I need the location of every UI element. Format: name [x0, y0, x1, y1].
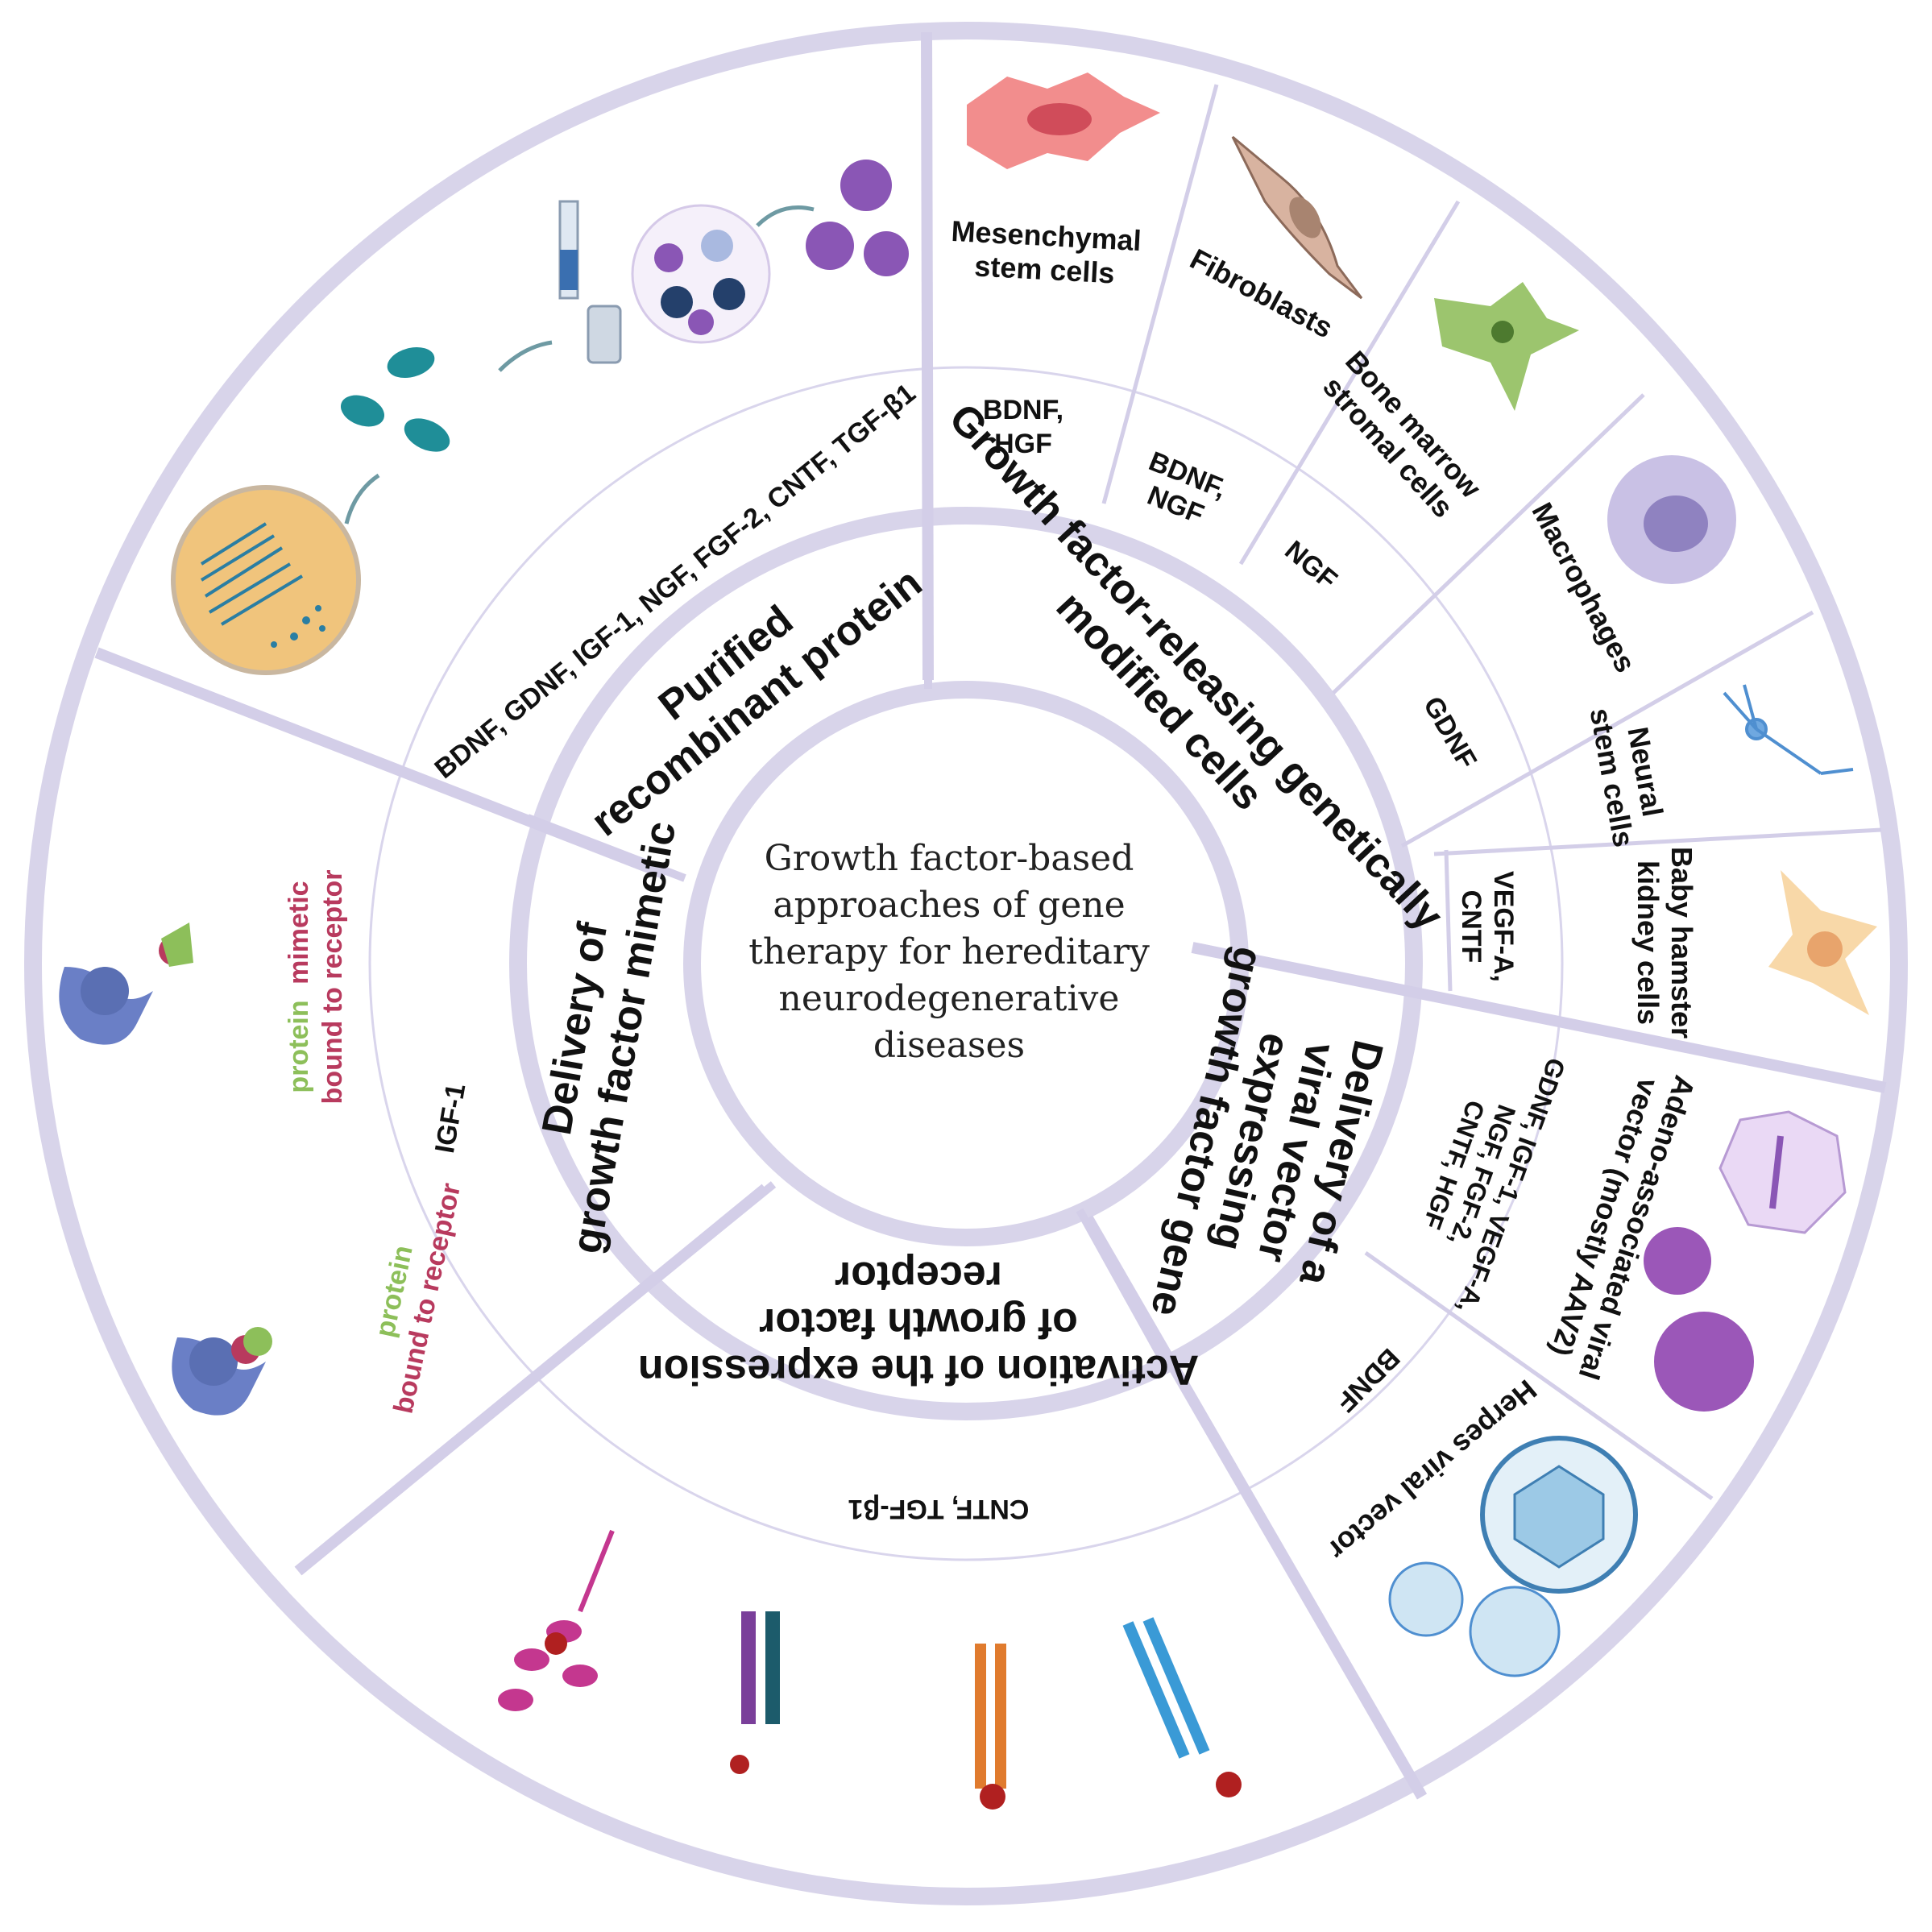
gf-bone-marrow: NGF — [1279, 535, 1342, 595]
center-line-4: neurodegenerative — [779, 978, 1120, 1019]
gf-msc-line-1: BDNF, — [983, 395, 1063, 425]
inner-ring — [683, 681, 1249, 1246]
gf-bhk: VEGF-A, CNTF — [1456, 871, 1519, 982]
fibroblast-icon — [1231, 135, 1363, 300]
aav-capsid-icon — [1718, 1110, 1847, 1234]
center-line-5: diseases — [873, 1025, 1025, 1066]
gf-fibroblasts: BDNF, NGF — [1143, 446, 1231, 530]
cell-dividers — [1101, 84, 1882, 1501]
gf-activation: CNTF, TGF-β1 — [848, 1494, 1030, 1524]
stromal-cell-icon — [1434, 282, 1579, 411]
gf-bm-text: NGF — [1279, 535, 1342, 595]
activation-line-3: receptor — [835, 1253, 1002, 1300]
bhk-line-2: kidney cells — [1631, 860, 1665, 1025]
msc-line-2: stem cells — [973, 249, 1115, 289]
receptor-icon — [975, 1644, 1006, 1810]
protein-icon — [631, 204, 771, 344]
kidney-cell-icon — [1768, 870, 1877, 1015]
activation-line-1: Activation of the expression — [638, 1346, 1199, 1393]
bhk-line-1: Baby hamster — [1665, 847, 1698, 1039]
gf-aav: GDNF, IGF-1, VEGF-A, NGF, FGF-2, CNTF, H… — [1417, 1055, 1571, 1317]
gf-bhk-line-2: CNTF — [1456, 890, 1486, 964]
arrow-icon — [498, 340, 553, 372]
arrow-icon — [756, 205, 815, 227]
category-mimetic: Delivery of growth factor mimetic — [533, 818, 685, 1257]
cell-msc: Mesenchymal stem cells — [951, 214, 1142, 290]
receptor-icon — [1122, 1617, 1242, 1797]
outer-ring — [24, 22, 1908, 1905]
gf-mac-text: GDNF — [1417, 691, 1482, 773]
gf-activation-text: CNTF, TGF-β1 — [848, 1494, 1030, 1524]
receptor-icon — [172, 1327, 272, 1416]
activation-line-2: of growth factor — [759, 1300, 1078, 1346]
mimetic-top-line-2: bound to receptor — [317, 870, 348, 1105]
center-line-1: Growth factor-based — [765, 838, 1134, 879]
cell-bhk: Baby hamster kidney cells — [1631, 847, 1698, 1039]
receptor-icon — [59, 922, 193, 1045]
cell-neural: Neural stem cells — [1584, 706, 1670, 850]
word-protein: protein — [284, 1000, 314, 1092]
protein-icon — [806, 160, 909, 276]
receptor-icon — [730, 1611, 780, 1774]
herpes-virus-icon — [1388, 1436, 1638, 1677]
receptor-icon — [498, 1529, 615, 1711]
protein-icon — [1644, 1227, 1754, 1412]
gf-bhk-line-1: VEGF-A, — [1488, 871, 1519, 982]
category-activation: Activation of the expression of growth f… — [638, 1253, 1199, 1393]
bacteria-icon — [340, 346, 450, 452]
gf-msc-line-2: HGF — [994, 429, 1052, 459]
mimetic-top-line-1: protein mimetic — [284, 881, 314, 1092]
stem-cell-icon — [967, 73, 1160, 169]
gf-msc: BDNF, HGF — [983, 395, 1063, 459]
word-mimetic: mimetic — [284, 881, 314, 985]
neuron-icon — [1723, 684, 1854, 775]
syringe-icon — [558, 200, 622, 364]
center-title: Growth factor-based approaches of gene t… — [748, 838, 1150, 1066]
gf-mimetic: IGF-1 — [429, 1081, 472, 1155]
category-ring — [509, 507, 1423, 1420]
middle-thin-ring — [368, 366, 1564, 1561]
center-line-2: approaches of gene — [773, 885, 1125, 926]
petri-dish-icon — [171, 485, 361, 675]
center-line-3: therapy for hereditary — [748, 931, 1150, 972]
macrophage-icon — [1607, 455, 1736, 584]
mimetic-label-bottom: protein bound to receptor — [370, 1180, 466, 1416]
gf-mimetic-text: IGF-1 — [429, 1081, 472, 1155]
arrow-icon — [344, 473, 380, 524]
gf-macrophages: GDNF — [1417, 691, 1482, 773]
category-dividers — [526, 520, 1403, 1372]
mimetic-label-top: protein mimetic bound to receptor — [284, 870, 348, 1105]
